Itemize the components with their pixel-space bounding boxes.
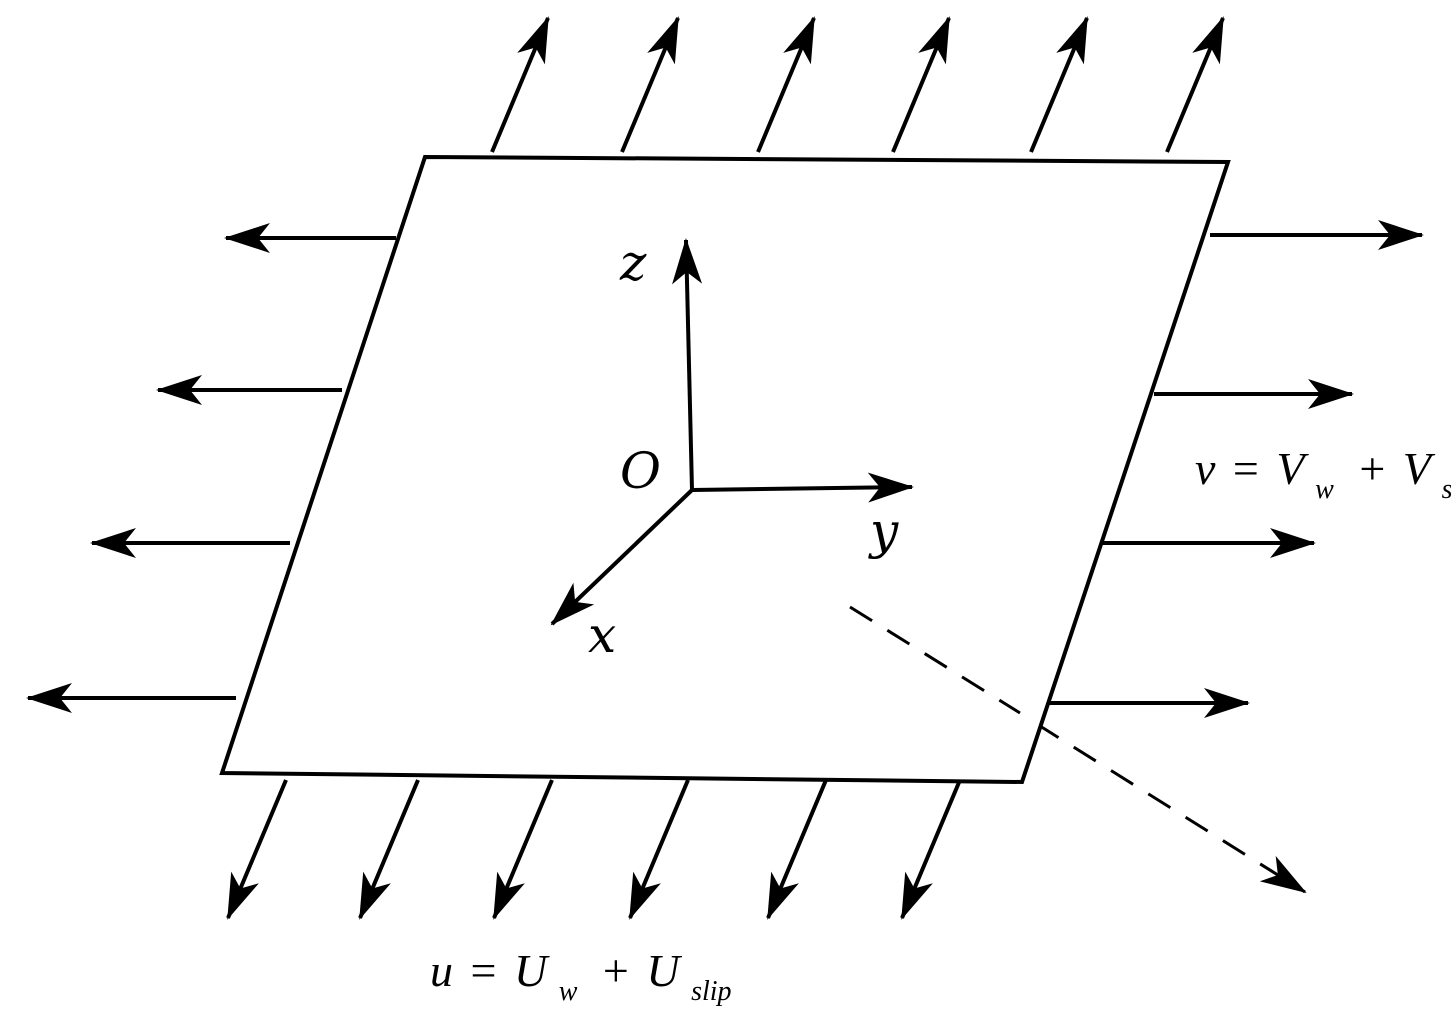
top-arrow	[891, 16, 951, 153]
v-eq-term2-sub: slip	[1442, 474, 1451, 505]
coordinate-axes	[550, 238, 914, 626]
top-arrow	[1029, 16, 1089, 153]
v-eq-term1: V	[1276, 443, 1309, 494]
bottom-arrow	[900, 779, 962, 920]
u-eq-term2: U	[646, 945, 682, 996]
u-eq-term1: U	[514, 945, 550, 996]
u-eq-term2-sub: slip	[691, 976, 731, 1007]
u-eq-lhs: u	[430, 945, 453, 996]
bottom-arrow	[226, 779, 288, 920]
x-axis-label: x	[588, 606, 616, 664]
u-equation: u = U w + U slip	[430, 945, 732, 1010]
bottom-arrow	[492, 779, 554, 920]
v-equation: v = V w + V slip	[1195, 443, 1451, 508]
y-axis	[691, 472, 914, 503]
y-axis-label: y	[868, 502, 899, 560]
v-eq-plus: +	[1359, 443, 1385, 494]
top-arrow	[490, 16, 550, 153]
bottom-arrow	[628, 779, 690, 920]
u-eq-plus: +	[603, 945, 629, 996]
right-stretch-arrows	[1048, 220, 1424, 718]
stretching-sheet	[219, 154, 1231, 785]
z-axis-label: z	[619, 234, 647, 292]
bottom-stretch-arrows	[226, 779, 962, 920]
dashed-line-on-sheet	[849, 605, 1021, 715]
origin-label: O	[620, 442, 661, 500]
top-arrow	[1165, 16, 1225, 153]
v-eq-term1-sub: w	[1315, 474, 1334, 505]
top-arrow	[756, 16, 816, 153]
bottom-arrow	[358, 779, 420, 920]
left-stretch-arrows	[26, 223, 396, 713]
v-eq-term2: V	[1403, 443, 1436, 494]
z-axis	[672, 238, 703, 491]
u-eq-equals: =	[471, 945, 497, 996]
v-eq-equals: =	[1233, 443, 1259, 494]
x-axis	[550, 488, 694, 626]
u-eq-term1-sub: w	[559, 976, 578, 1007]
top-stretch-arrows	[490, 16, 1225, 153]
bottom-arrow	[766, 779, 828, 920]
v-eq-lhs: v	[1195, 443, 1216, 494]
top-arrow	[620, 16, 680, 153]
